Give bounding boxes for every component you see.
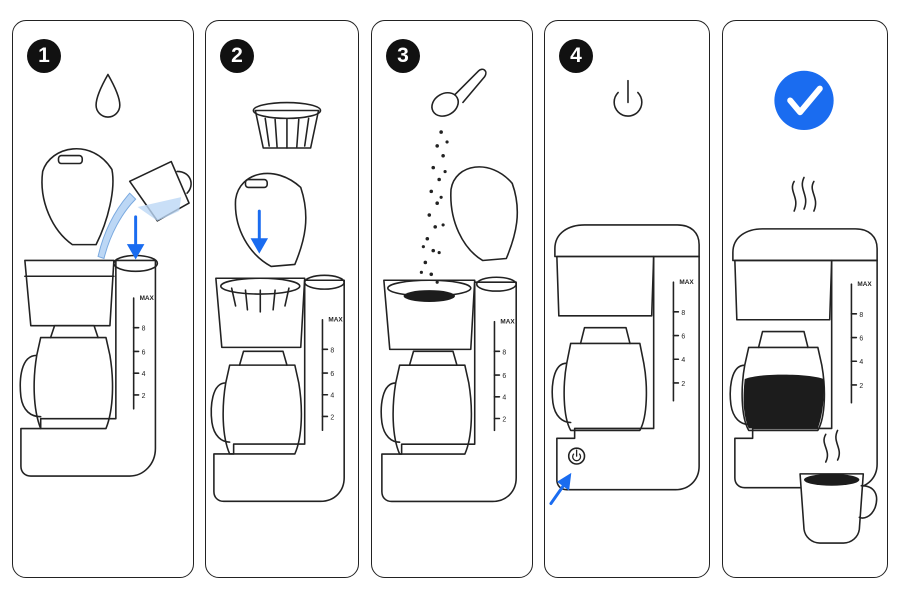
brew-basket <box>24 259 115 327</box>
carafe <box>563 342 648 432</box>
step-1-panel: 1 <box>12 20 194 578</box>
steam-icon <box>823 429 841 463</box>
scale-mark: 6 <box>859 335 863 342</box>
scale-mark: 2 <box>142 393 146 400</box>
machine-lid <box>554 224 700 258</box>
carafe <box>741 346 826 432</box>
carafe <box>33 336 114 430</box>
scale-mark: 6 <box>142 349 146 356</box>
scale-mark: 6 <box>502 373 506 380</box>
scale-mark: 8 <box>859 312 863 319</box>
machine-lid <box>732 228 878 262</box>
step-5-illustration: MAX 8 6 4 2 <box>729 70 878 544</box>
scale-max-label: MAX <box>140 295 155 302</box>
scale-mark: 8 <box>681 310 685 317</box>
carafe <box>392 364 473 455</box>
scale-mark: 4 <box>330 393 334 400</box>
steam-icon <box>791 176 817 212</box>
open-lid <box>450 166 519 262</box>
coffee-grounds <box>403 290 455 302</box>
brew-basket <box>734 259 833 321</box>
carafe <box>222 364 303 455</box>
step-1-illustration: MAX 8 6 4 2 <box>19 73 192 477</box>
direction-arrow-icon <box>126 215 145 260</box>
open-lid <box>234 172 307 268</box>
scale-max-label: MAX <box>500 319 515 326</box>
coffee-scoop-icon <box>431 68 487 117</box>
scale-max-label: MAX <box>328 317 343 324</box>
scale-mark: 8 <box>330 347 334 354</box>
brew-basket <box>556 255 655 317</box>
brewed-coffee <box>743 374 825 429</box>
step-number-badge: 3 <box>386 39 420 73</box>
scale-max-label: MAX <box>857 281 872 288</box>
power-button <box>567 447 586 465</box>
machine-body <box>556 255 700 491</box>
coffee-mug <box>799 473 865 544</box>
machine-body <box>213 279 345 503</box>
step-3-panel: 3 <box>371 20 533 578</box>
scale-mark: 4 <box>142 371 146 378</box>
water-stream <box>97 192 137 260</box>
open-lid <box>41 147 114 246</box>
step-5-panel: MAX 8 6 4 2 <box>722 20 888 578</box>
step-2-panel: 2 <box>205 20 359 578</box>
brew-basket <box>215 277 306 349</box>
machine-body <box>381 281 517 503</box>
mug-coffee <box>804 473 860 486</box>
falling-grounds <box>419 130 449 284</box>
step-number-badge: 1 <box>27 39 61 73</box>
scale-mark: 4 <box>681 357 685 364</box>
step-number-badge: 2 <box>220 39 254 73</box>
machine-body <box>734 259 878 489</box>
scale-mark: 8 <box>502 349 506 356</box>
scale-mark: 4 <box>502 395 506 402</box>
scale-mark: 4 <box>859 359 863 366</box>
scale-mark: 6 <box>330 371 334 378</box>
scale-mark: 2 <box>859 383 863 390</box>
scale-mark: 2 <box>681 381 685 388</box>
check-circle-icon <box>774 70 834 131</box>
scale-mark: 2 <box>330 414 334 421</box>
paper-filter-icon <box>252 101 322 149</box>
scale-mark: 2 <box>502 416 506 423</box>
step-2-illustration: MAX 8 6 4 2 <box>210 101 345 503</box>
scale-mark: 6 <box>681 334 685 341</box>
step-number-badge: 4 <box>559 39 593 73</box>
power-icon <box>613 79 643 117</box>
water-drop-icon <box>95 73 121 118</box>
scale-max-label: MAX <box>679 279 694 286</box>
direction-arrow-icon <box>549 472 572 505</box>
step-3-illustration: MAX 8 6 4 2 <box>380 68 519 503</box>
step-4-panel: 4 <box>544 20 710 578</box>
step-4-illustration: MAX 8 6 4 2 <box>549 79 700 505</box>
machine-body <box>20 259 157 477</box>
scale-mark: 8 <box>142 326 146 333</box>
direction-arrow-icon <box>250 209 269 254</box>
